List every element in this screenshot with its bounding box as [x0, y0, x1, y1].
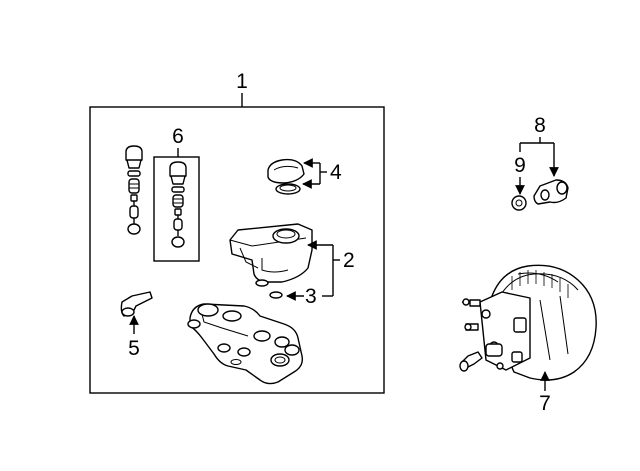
connector-group: 8 9: [511, 114, 569, 211]
loose-seal-parts: [125, 145, 143, 235]
seal-kit-box: [153, 156, 200, 262]
callout-9[interactable]: 9: [514, 154, 526, 177]
callout-5[interactable]: 5: [128, 337, 140, 360]
seal-kit-group: 6: [153, 125, 200, 262]
brake-booster-group: 7: [459, 264, 597, 415]
reservoir-group: 2 3: [229, 223, 355, 308]
callout-6[interactable]: 6: [172, 125, 184, 148]
callout-2[interactable]: 2: [343, 249, 355, 272]
sensor-group: 5: [120, 291, 153, 360]
callout-1[interactable]: 1: [236, 70, 248, 93]
callout-4[interactable]: 4: [330, 161, 342, 184]
callout-8[interactable]: 8: [534, 114, 546, 137]
assembly-box: [89, 106, 385, 394]
master-cylinder-assembly-group: 1: [89, 70, 385, 394]
callout-7[interactable]: 7: [539, 392, 551, 415]
master-cylinder-body: [187, 303, 304, 385]
callout-3[interactable]: 3: [305, 285, 317, 308]
reservoir-cap-group: 4: [267, 158, 342, 195]
